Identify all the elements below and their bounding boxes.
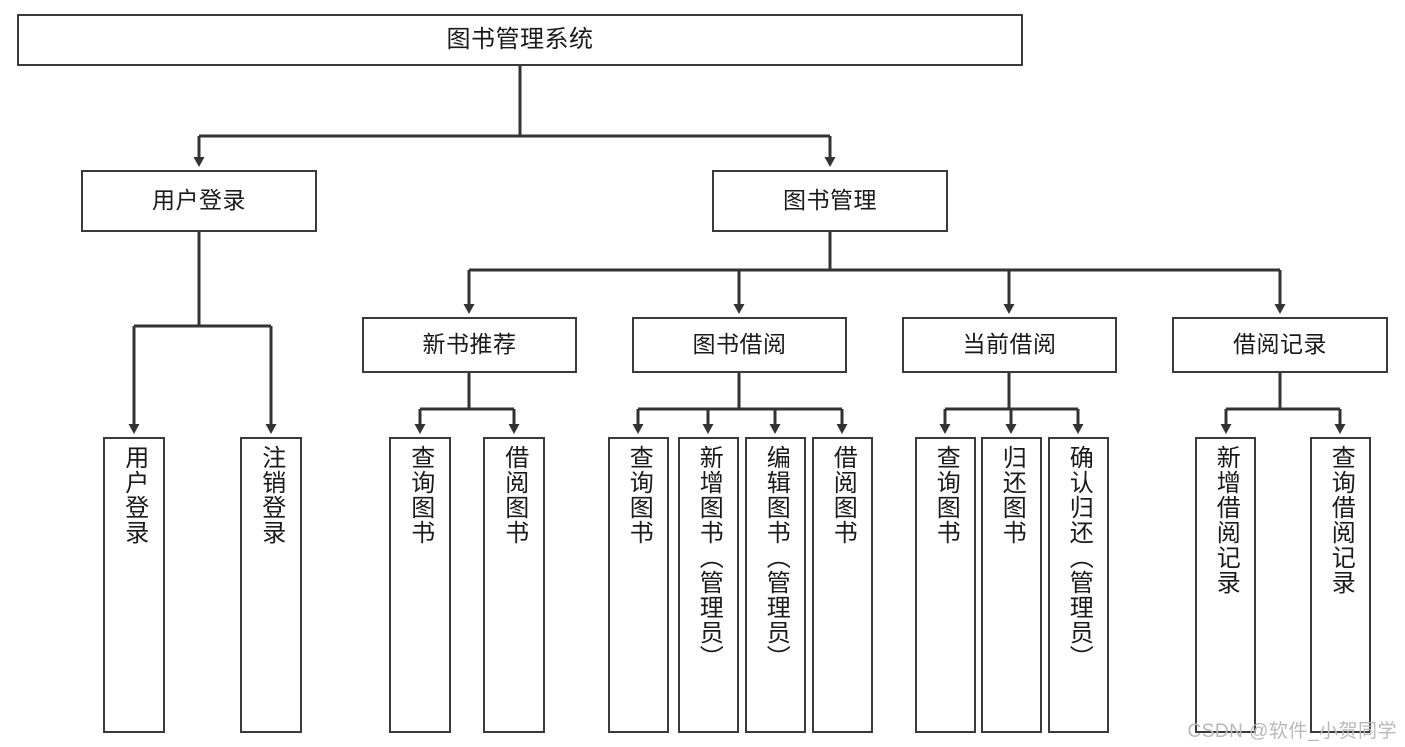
node-leaf-query-book-rec[interactable]: 查询图书 [389,437,451,733]
node-leaf-add-record[interactable]: 新增借阅记录 [1195,437,1256,733]
node-leaf-borrow-book-rec-label: 借阅图书 [500,445,528,545]
node-leaf-user-login-label: 用户登录 [120,445,148,545]
node-leaf-return-book[interactable]: 归还图书 [981,437,1042,733]
node-leaf-add-book[interactable]: 新增图书（管理员） [678,437,739,733]
node-book-borrow-label: 图书借阅 [692,331,787,358]
node-user-login[interactable]: 用户登录 [81,170,317,232]
node-current-borrow-label: 当前借阅 [962,331,1057,358]
node-new-book-rec[interactable]: 新书推荐 [362,317,577,373]
node-borrow-record-label: 借阅记录 [1233,331,1327,358]
node-user-login-label: 用户登录 [152,187,246,214]
node-leaf-logout[interactable]: 注销登录 [240,437,302,733]
node-leaf-return-book-label: 归还图书 [998,445,1026,545]
node-new-book-rec-label: 新书推荐 [422,331,517,358]
node-leaf-user-login[interactable]: 用户登录 [103,437,165,733]
node-leaf-add-record-label: 新增借阅记录 [1212,445,1240,595]
node-borrow-record[interactable]: 借阅记录 [1172,317,1388,373]
node-leaf-add-book-label: 新增图书（管理员） [695,445,723,670]
node-leaf-borrow-book-rec[interactable]: 借阅图书 [483,437,545,733]
node-leaf-query-book-cur-label: 查询图书 [932,445,960,545]
node-book-manage-label: 图书管理 [783,187,877,214]
node-leaf-query-book-borrow[interactable]: 查询图书 [608,437,669,733]
node-leaf-query-record[interactable]: 查询借阅记录 [1310,437,1371,733]
node-leaf-edit-book[interactable]: 编辑图书（管理员） [745,437,806,733]
watermark: CSDN @软件_小贺同学 [1187,721,1397,742]
node-current-borrow[interactable]: 当前借阅 [902,317,1117,373]
node-leaf-query-book-cur[interactable]: 查询图书 [915,437,976,733]
node-root-label: 图书管理系统 [446,25,594,53]
node-root[interactable]: 图书管理系统 [17,14,1023,66]
node-leaf-confirm-return-label: 确认归还（管理员） [1065,445,1093,670]
node-book-borrow[interactable]: 图书借阅 [632,317,847,373]
node-leaf-logout-label: 注销登录 [257,445,285,545]
node-leaf-query-book-rec-label: 查询图书 [406,445,434,545]
node-leaf-confirm-return[interactable]: 确认归还（管理员） [1048,437,1109,733]
node-leaf-query-book-borrow-label: 查询图书 [625,445,653,545]
node-leaf-borrow-book-label: 借阅图书 [829,445,857,545]
node-leaf-borrow-book[interactable]: 借阅图书 [812,437,873,733]
node-book-manage[interactable]: 图书管理 [712,170,948,232]
node-leaf-edit-book-label: 编辑图书（管理员） [762,445,790,670]
node-leaf-query-record-label: 查询借阅记录 [1327,445,1355,595]
